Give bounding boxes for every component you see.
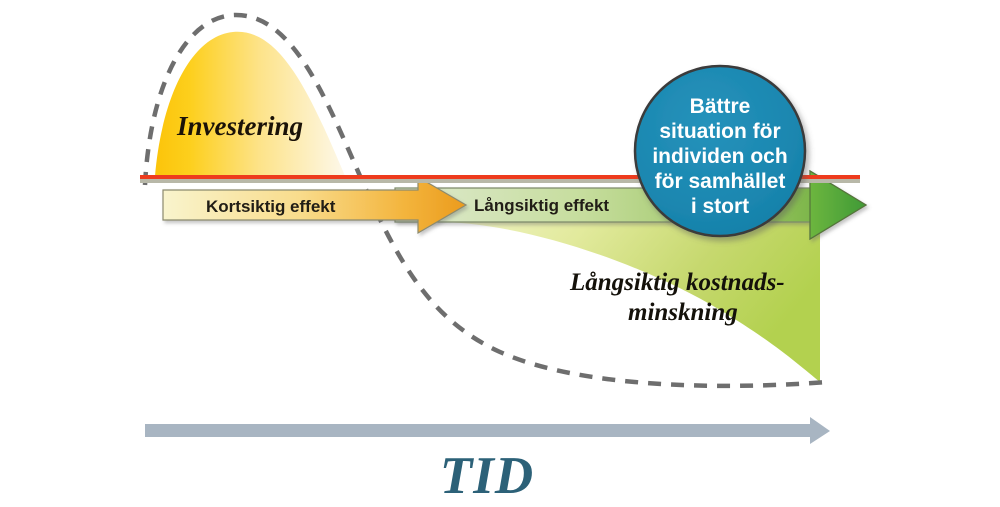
cost-reduction-area	[437, 222, 820, 382]
outcome-circle[interactable]	[633, 64, 807, 238]
investment-area	[155, 31, 345, 176]
short-term-effect-label: Kortsiktig effekt	[206, 197, 336, 216]
investment-label: Investering	[176, 111, 303, 141]
outcome-line-1: Bättre	[690, 95, 751, 118]
outcome-line-4: för samhället	[655, 170, 786, 193]
cost-reduction-label-line2: minskning	[628, 299, 738, 326]
cost-reduction-label-line1: Långsiktig kostnads-	[569, 269, 785, 296]
outcome-circle-text: Bättre situation för individen och för s…	[652, 95, 787, 218]
outcome-line-5: i stort	[691, 195, 749, 218]
short-term-effect-arrow	[162, 175, 468, 235]
outcome-line-3: individen och	[652, 145, 787, 168]
dashed-benefit-curve	[142, 12, 829, 389]
outcome-line-2: situation för	[659, 120, 780, 143]
long-term-effect-label: Långsiktig effekt	[474, 196, 609, 215]
time-axis-arrow	[145, 417, 830, 444]
time-axis-label: TID	[440, 447, 534, 505]
